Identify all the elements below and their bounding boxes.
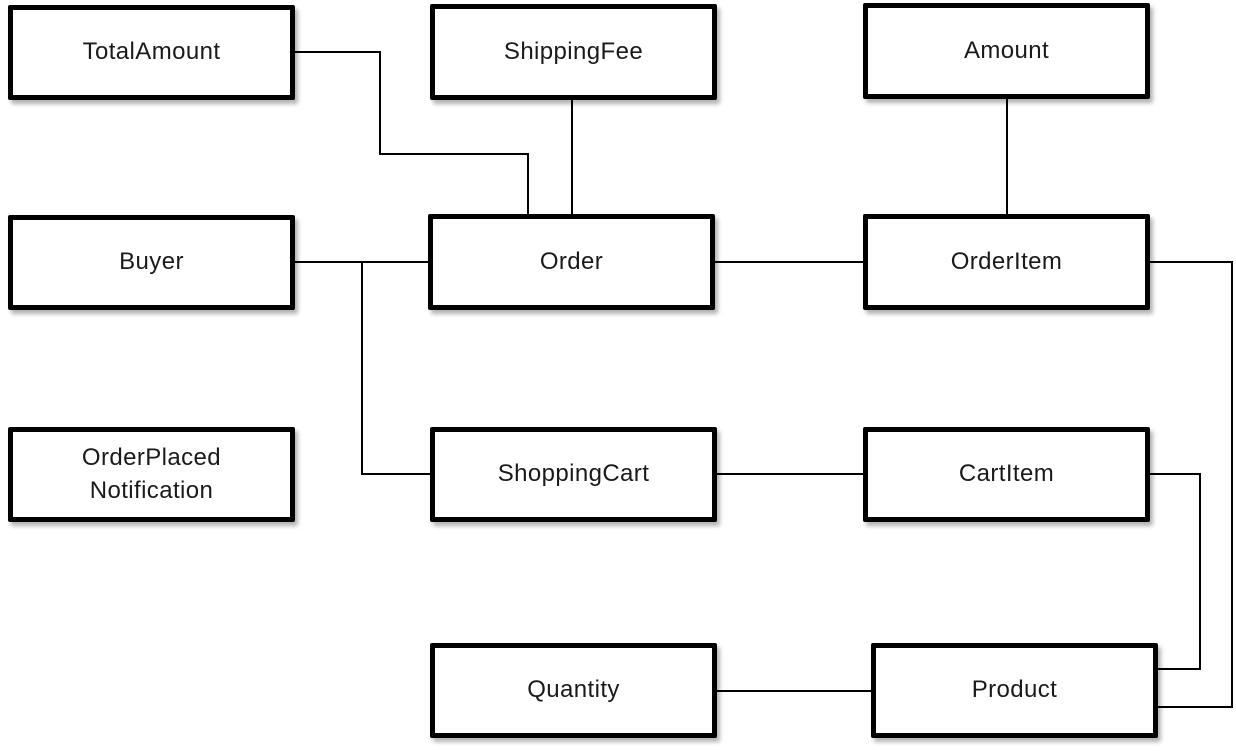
node-product[interactable]: Product bbox=[871, 643, 1158, 738]
node-label: TotalAmount bbox=[82, 38, 221, 66]
node-label: Quantity bbox=[527, 676, 620, 704]
connector-order-item-to-product bbox=[1150, 261, 1233, 708]
node-label: Amount bbox=[963, 36, 1050, 64]
node-order-placed-notification[interactable]: OrderPlaced Notification bbox=[8, 427, 295, 522]
node-label: Buyer bbox=[119, 248, 184, 276]
node-quantity[interactable]: Quantity bbox=[430, 643, 717, 738]
node-order-item[interactable]: OrderItem bbox=[863, 214, 1150, 310]
node-order[interactable]: Order bbox=[428, 214, 715, 310]
node-shopping-cart[interactable]: ShoppingCart bbox=[430, 427, 717, 522]
node-cart-item[interactable]: CartItem bbox=[863, 427, 1150, 522]
node-label: OrderItem bbox=[950, 247, 1063, 275]
node-label: CartItem bbox=[958, 460, 1055, 488]
node-amount[interactable]: Amount bbox=[863, 3, 1150, 99]
node-label: OrderPlaced Notification bbox=[81, 444, 222, 504]
node-buyer[interactable]: Buyer bbox=[8, 215, 295, 310]
node-label: ShoppingCart bbox=[497, 460, 650, 488]
node-shipping-fee[interactable]: ShippingFee bbox=[430, 4, 717, 100]
connector-buyer-to-shopping-cart bbox=[361, 262, 430, 475]
connector-cart-item-to-product bbox=[1150, 473, 1201, 670]
node-label: Order bbox=[539, 247, 604, 275]
node-label: Product bbox=[971, 676, 1058, 704]
connector-total-amount-to-order bbox=[295, 51, 529, 216]
node-total-amount[interactable]: TotalAmount bbox=[8, 5, 295, 100]
node-label: ShippingFee bbox=[503, 37, 644, 65]
